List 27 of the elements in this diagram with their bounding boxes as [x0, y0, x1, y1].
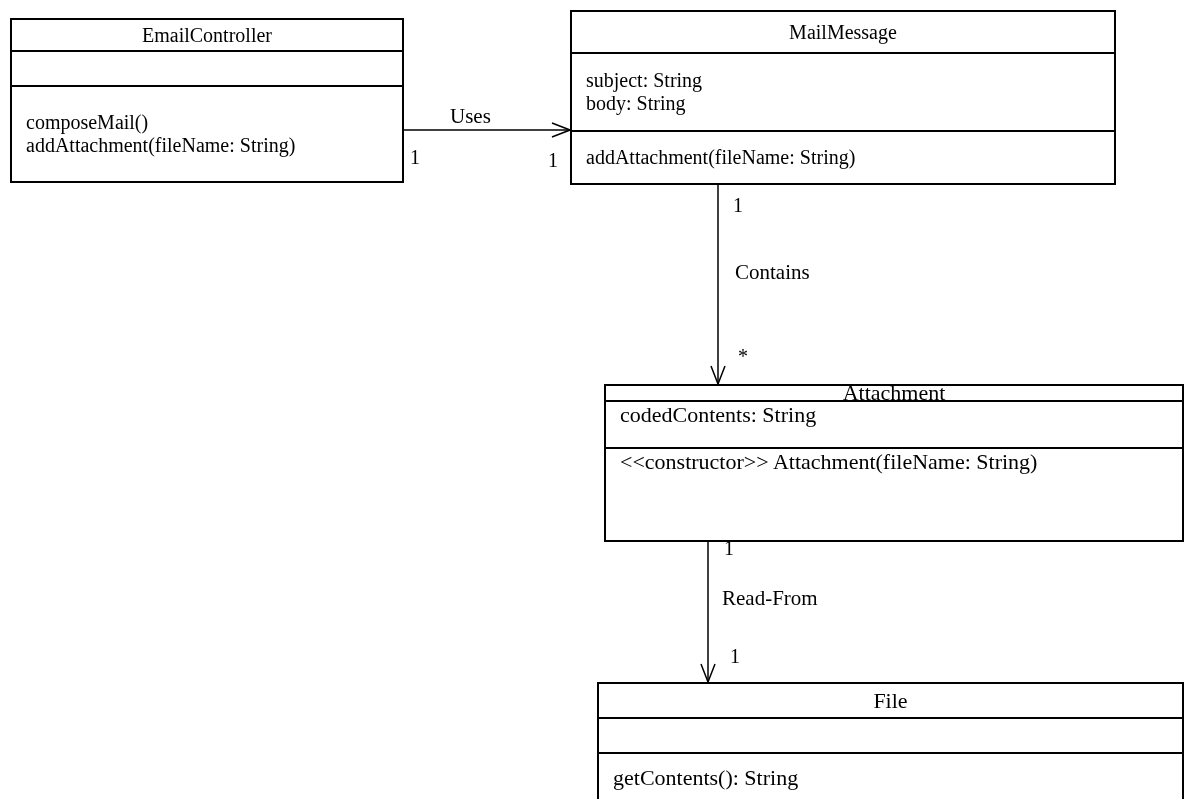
- attribute-text: codedContents: String: [620, 402, 818, 428]
- attribute-text: subject: String: [586, 69, 704, 92]
- class-name: Attachment: [841, 380, 947, 406]
- class-box: [570, 10, 1116, 185]
- association-arrow: [710, 184, 726, 385]
- edge-label: Contains: [735, 262, 810, 283]
- class-name: EmailController: [141, 23, 273, 47]
- edge-label: Read-From: [722, 588, 818, 609]
- class-name: File: [872, 687, 909, 714]
- attribute-text: body: String: [586, 92, 687, 115]
- class-box: [604, 384, 1184, 542]
- multiplicity-label: 1: [724, 538, 734, 558]
- multiplicity-label: *: [738, 346, 748, 366]
- association-arrow: [700, 541, 716, 683]
- edge-label: Uses: [450, 106, 491, 127]
- method-text: addAttachment(fileName: String): [586, 146, 857, 169]
- class-box: [597, 682, 1184, 799]
- method-text: getContents(): String: [613, 764, 800, 791]
- multiplicity-label: 1: [410, 147, 420, 167]
- method-text: <<constructor>> Attachment(fileName: String): [620, 449, 1039, 475]
- class-box: [10, 18, 404, 183]
- multiplicity-label: 1: [730, 646, 740, 666]
- class-name: MailMessage: [788, 20, 898, 44]
- method-text: composeMail(): [26, 111, 150, 134]
- multiplicity-label: 1: [548, 150, 558, 170]
- multiplicity-label: 1: [733, 195, 743, 215]
- method-text: addAttachment(fileName: String): [26, 134, 297, 157]
